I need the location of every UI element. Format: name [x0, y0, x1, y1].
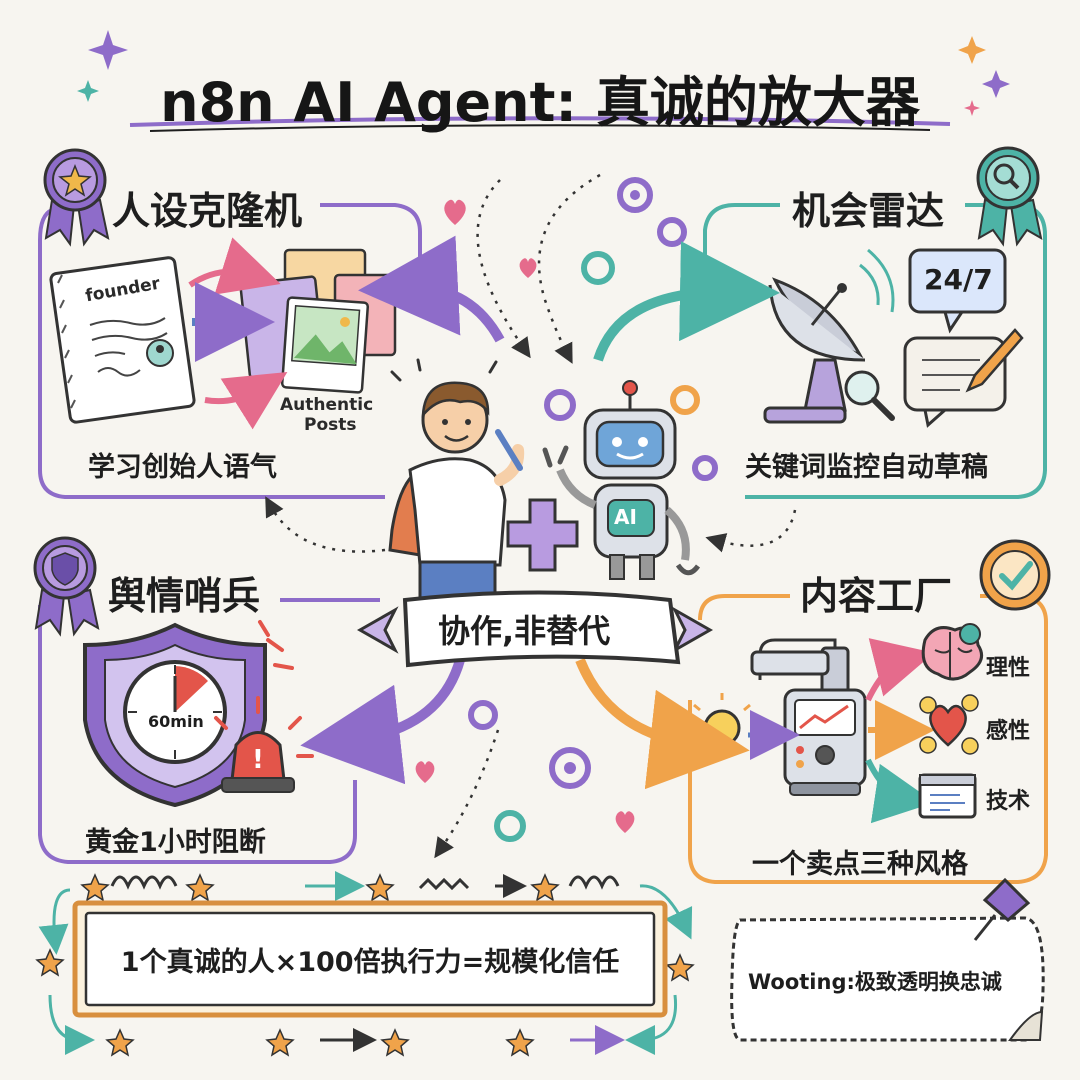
photo-cards-icon — [239, 248, 397, 394]
style-emotional: 感性 — [986, 719, 1031, 744]
shield-timer-icon — [83, 622, 267, 808]
ai-robot-icon — [542, 380, 701, 580]
star-badge-icon — [43, 148, 110, 247]
persona-title: 人设克隆机 — [112, 189, 303, 233]
draft-chat-pencil-icon — [903, 328, 1024, 428]
plus-icon — [506, 498, 579, 572]
arrow-to-sentinel — [300, 658, 465, 785]
arrow-to-factory — [575, 658, 750, 790]
alarm-symbol: ! — [252, 745, 264, 775]
center-banner-text: 协作,非替代 — [438, 612, 611, 650]
persona-frame — [38, 208, 385, 499]
factory-title: 内容工厂 — [800, 574, 953, 618]
heart-icon — [415, 199, 635, 833]
founder-notebook-icon — [49, 256, 196, 424]
center-banner — [356, 590, 714, 668]
page-title: n8n AI Agent: 真诚的放大器 — [160, 71, 920, 134]
magnifier-badge-icon — [976, 146, 1043, 247]
sentinel-frame — [38, 605, 357, 864]
bottom-formula: 1个真诚的人×100倍执行力=规模化信任 — [120, 947, 620, 978]
check-badge-icon — [979, 539, 1051, 611]
timer-label: 60min — [148, 712, 204, 731]
arrow-to-radar — [593, 241, 780, 362]
bottom-decoration — [38, 871, 693, 1055]
radar-title: 机会雷达 — [792, 189, 945, 233]
content-machine-icon — [750, 638, 867, 796]
satellite-dish-icon — [763, 248, 895, 424]
persona-caption: 学习创始人语气 — [88, 452, 277, 483]
code-window-icon — [918, 773, 977, 819]
dotted-arrows — [265, 173, 797, 859]
note-card — [730, 916, 1045, 1042]
robot-label: AI — [614, 505, 637, 529]
person-icon — [388, 358, 525, 604]
speech-bubble-24-7-icon — [908, 248, 1007, 334]
brain-icon — [921, 623, 984, 681]
arrow-notebook-to-posts — [188, 237, 281, 295]
magnifier-icon — [844, 370, 895, 421]
shield-badge-icon — [33, 536, 100, 637]
title-underline — [129, 116, 951, 127]
note-text: Wooting:极致透明换忠诚 — [748, 970, 1002, 994]
style-rational: 理性 — [986, 656, 1031, 681]
pushpin-icon — [973, 877, 1031, 941]
sentinel-caption: 黄金1小时阻断 — [85, 827, 266, 858]
style-technical: 技术 — [986, 789, 1031, 814]
bottom-stars — [35, 873, 695, 1057]
radar-frame — [703, 203, 780, 255]
authentic-label: Authentic — [280, 395, 374, 415]
formula-frame-inner — [84, 911, 656, 1007]
factory-frame — [698, 594, 790, 621]
alarm-light-icon — [214, 696, 314, 793]
sparkle-icon — [77, 30, 1010, 116]
radar-caption: 关键词监控自动草稿 — [745, 452, 988, 483]
badge-24-7: 24/7 — [924, 263, 993, 296]
gear-icon — [468, 177, 718, 842]
lightbulb-icon — [693, 693, 751, 757]
arrow-to-persona — [358, 235, 505, 343]
heart-emoji-icon — [919, 694, 979, 755]
posts-label: Posts — [304, 415, 357, 435]
sentinel-title: 舆情哨兵 — [108, 574, 261, 618]
warning-rays-icon — [258, 620, 294, 670]
factory-caption: 一个卖点三种风格 — [752, 849, 968, 880]
